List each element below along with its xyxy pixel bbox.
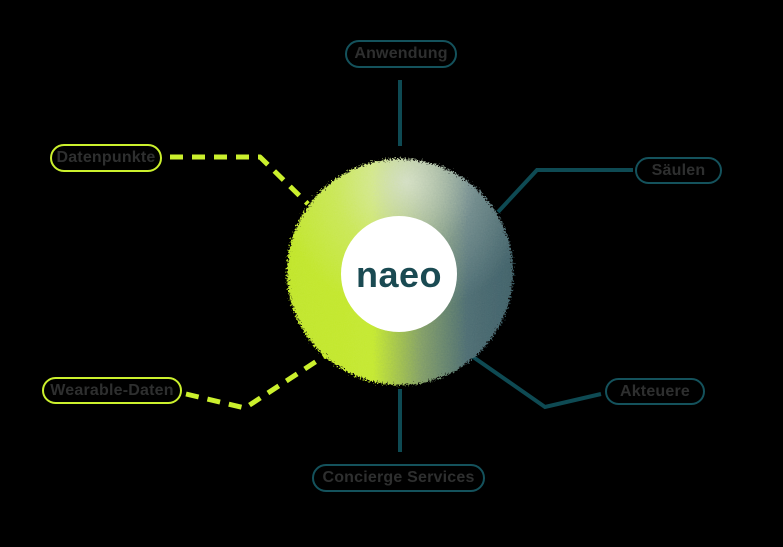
naeo-logo: naeo	[355, 254, 443, 295]
connector-wearable-daten	[185, 352, 328, 411]
node-wearable-daten-label: Wearable-Daten	[50, 381, 174, 399]
connector-saeulen	[496, 168, 633, 214]
node-datenpunkte-label: Datenpunkte	[56, 149, 156, 166]
node-anwendung-label: Anwendung	[354, 45, 448, 62]
connector-akteuere	[464, 350, 602, 410]
node-saeulen[interactable]: Säulen	[635, 157, 722, 184]
node-anwendung[interactable]: Anwendung	[345, 40, 457, 68]
node-akteuere[interactable]: Akteuere	[605, 378, 705, 405]
node-wearable-daten[interactable]: Wearable-Daten	[42, 377, 182, 404]
node-datenpunkte[interactable]: Datenpunkte	[50, 144, 162, 172]
connector-datenpunkte	[170, 154, 310, 206]
node-saeulen-label: Säulen	[651, 161, 706, 179]
node-concierge-services[interactable]: Concierge Services	[312, 464, 485, 492]
node-akteuere-label: Akteuere	[619, 382, 691, 400]
ball-white-core	[341, 216, 457, 332]
node-concierge-services-label: Concierge Services	[322, 469, 475, 486]
